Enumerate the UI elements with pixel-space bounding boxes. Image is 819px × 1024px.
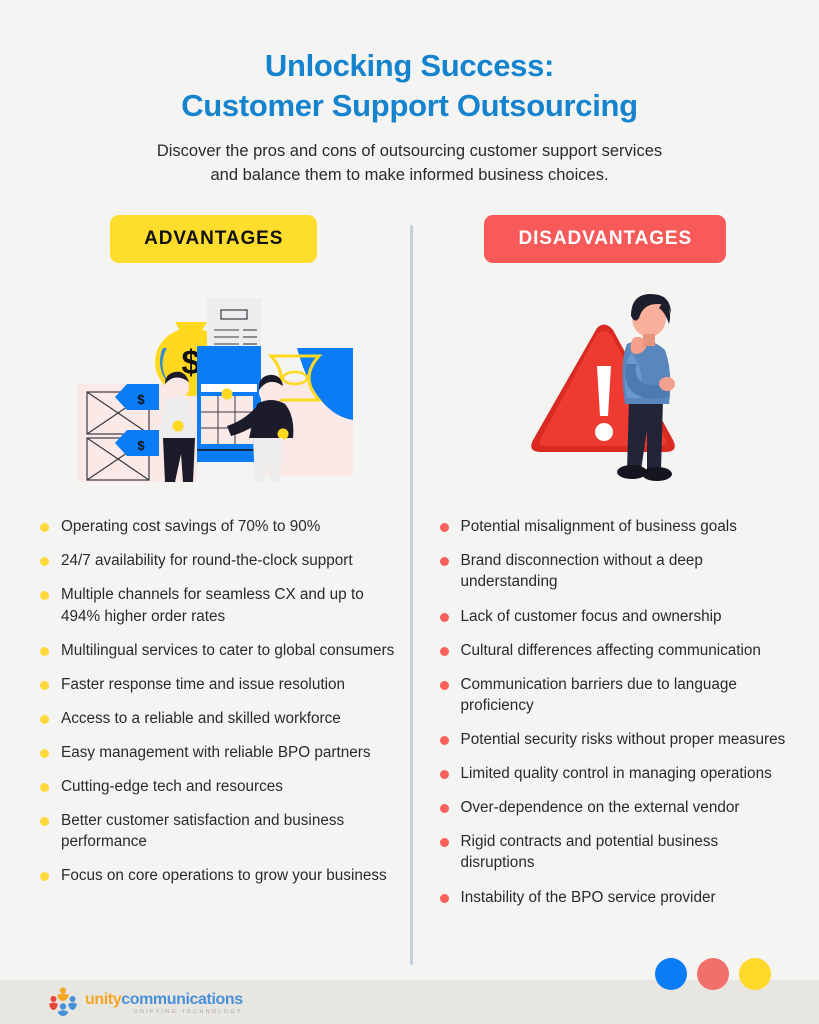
list-item-label: Lack of customer focus and ownership bbox=[460, 607, 722, 625]
bullet-icon bbox=[40, 714, 49, 724]
list-item: 24/7 availability for round-the-clock su… bbox=[40, 550, 400, 571]
list-item: Cutting-edge tech and resources bbox=[40, 776, 400, 797]
bullet-icon bbox=[439, 735, 449, 745]
svg-text:$: $ bbox=[182, 344, 201, 382]
list-item-label: Instability of the BPO service provider bbox=[460, 888, 716, 906]
list-item-label: Potential misalignment of business goals bbox=[460, 518, 737, 536]
list-item: Better customer satisfaction and busines… bbox=[40, 810, 400, 852]
list-item: Focus on core operations to grow your bu… bbox=[40, 865, 400, 886]
list-item-label: 24/7 availability for round-the-clock su… bbox=[61, 552, 353, 570]
bullet-icon bbox=[439, 838, 449, 848]
footer-bar: unitycommunications UNIFYING TECHNOLOGY bbox=[0, 958, 819, 1024]
list-item-label: Brand disconnection without a deep under… bbox=[460, 552, 703, 591]
bullet-icon bbox=[439, 680, 449, 690]
advantages-list: Operating cost savings of 70% to 90% 24/… bbox=[18, 516, 410, 899]
list-item: Lack of customer focus and ownership bbox=[439, 606, 796, 627]
subtitle-line-1: Discover the pros and cons of outsourcin… bbox=[156, 142, 663, 161]
dot-yellow-icon bbox=[739, 958, 771, 990]
list-item-label: Faster response time and issue resolutio… bbox=[61, 675, 345, 693]
bullet-icon bbox=[40, 872, 49, 882]
subtitle-line-2: and balance them to make informed busine… bbox=[210, 165, 609, 184]
list-item-label: Access to a reliable and skilled workfor… bbox=[61, 709, 341, 727]
logo-wordmark: unitycommunications UNIFYING TECHNOLOGY bbox=[85, 990, 243, 1016]
list-item-label: Focus on core operations to grow your bu… bbox=[61, 867, 387, 885]
people-cluster-icon bbox=[48, 986, 78, 1021]
list-item: Limited quality control in managing oper… bbox=[439, 763, 796, 784]
list-item: Communication barriers due to language p… bbox=[439, 674, 796, 716]
list-item: Potential security risks without proper … bbox=[439, 729, 796, 750]
business-savings-illustration: $ $ $ bbox=[71, 289, 356, 494]
bullet-icon bbox=[439, 804, 449, 814]
bullet-icon bbox=[40, 591, 49, 601]
bullet-icon bbox=[439, 770, 449, 780]
column-divider bbox=[410, 225, 413, 966]
logo-unity-text: unity bbox=[85, 990, 122, 1008]
list-item: Operating cost savings of 70% to 90% bbox=[40, 516, 400, 537]
warning-triangle-worried-man-illustration bbox=[505, 289, 705, 494]
bullet-icon bbox=[40, 523, 49, 533]
bullet-icon bbox=[439, 523, 449, 533]
disadvantages-badge: DISADVANTAGES bbox=[484, 215, 727, 264]
list-item-label: Communication barriers due to language p… bbox=[460, 675, 737, 714]
list-item: Instability of the BPO service provider bbox=[439, 887, 796, 908]
title-line-1: Unlocking Success: bbox=[264, 48, 555, 83]
bullet-icon bbox=[40, 646, 49, 656]
bullet-icon bbox=[40, 557, 49, 567]
list-item: Brand disconnection without a deep under… bbox=[439, 550, 796, 592]
dot-red-icon bbox=[697, 958, 729, 990]
header: Unlocking Success: Customer Support Outs… bbox=[0, 0, 819, 187]
page-title: Unlocking Success: Customer Support Outs… bbox=[0, 46, 819, 125]
bullet-icon bbox=[439, 557, 449, 567]
list-item-label: Operating cost savings of 70% to 90% bbox=[61, 518, 321, 536]
list-item-label: Cutting-edge tech and resources bbox=[61, 778, 283, 796]
list-item: Easy management with reliable BPO partne… bbox=[40, 742, 400, 763]
list-item: Access to a reliable and skilled workfor… bbox=[40, 708, 400, 729]
list-item-label: Easy management with reliable BPO partne… bbox=[61, 743, 371, 761]
logo-communications-text: communications bbox=[121, 990, 243, 1008]
bullet-icon bbox=[439, 893, 449, 903]
logo-tagline: UNIFYING TECHNOLOGY bbox=[133, 1008, 243, 1015]
bullet-icon bbox=[40, 783, 49, 793]
brand-logo[interactable]: unitycommunications UNIFYING TECHNOLOGY bbox=[48, 986, 243, 1021]
bullet-icon bbox=[439, 612, 449, 622]
list-item-label: Potential security risks without proper … bbox=[460, 730, 786, 748]
list-item-label: Multiple channels for seamless CX and up… bbox=[61, 586, 364, 625]
list-item: Potential misalignment of business goals bbox=[439, 516, 796, 537]
comparison-columns: ADVANTAGES $ bbox=[0, 215, 819, 1024]
dot-blue-icon bbox=[655, 958, 687, 990]
disadvantages-list: Potential misalignment of business goals… bbox=[410, 516, 802, 920]
list-item-label: Limited quality control in managing oper… bbox=[460, 765, 772, 783]
decorative-dots bbox=[655, 958, 771, 990]
advantages-badge: ADVANTAGES bbox=[110, 215, 318, 264]
bullet-icon bbox=[439, 646, 449, 656]
bullet-icon bbox=[40, 680, 49, 690]
list-item: Rigid contracts and potential business d… bbox=[439, 831, 796, 873]
list-item: Multiple channels for seamless CX and up… bbox=[40, 584, 400, 626]
advantages-column: ADVANTAGES $ bbox=[18, 215, 410, 1024]
bullet-icon bbox=[40, 748, 49, 758]
list-item-label: Cultural differences affecting communica… bbox=[460, 641, 761, 659]
list-item: Over-dependence on the external vendor bbox=[439, 797, 796, 818]
list-item-label: Over-dependence on the external vendor bbox=[460, 799, 740, 817]
list-item-label: Rigid contracts and potential business d… bbox=[460, 833, 719, 872]
svg-text:$: $ bbox=[138, 438, 146, 453]
svg-text:$: $ bbox=[138, 392, 146, 407]
list-item: Faster response time and issue resolutio… bbox=[40, 674, 400, 695]
bullet-icon bbox=[40, 817, 49, 827]
page-subtitle: Discover the pros and cons of outsourcin… bbox=[0, 140, 819, 187]
list-item-label: Multilingual services to cater to global… bbox=[61, 641, 395, 659]
list-item: Multilingual services to cater to global… bbox=[40, 640, 400, 661]
disadvantages-column: DISADVANTAGES bbox=[410, 215, 802, 1024]
list-item-label: Better customer satisfaction and busines… bbox=[61, 812, 345, 851]
title-line-2: Customer Support Outsourcing bbox=[181, 87, 638, 123]
list-item: Cultural differences affecting communica… bbox=[439, 640, 796, 661]
